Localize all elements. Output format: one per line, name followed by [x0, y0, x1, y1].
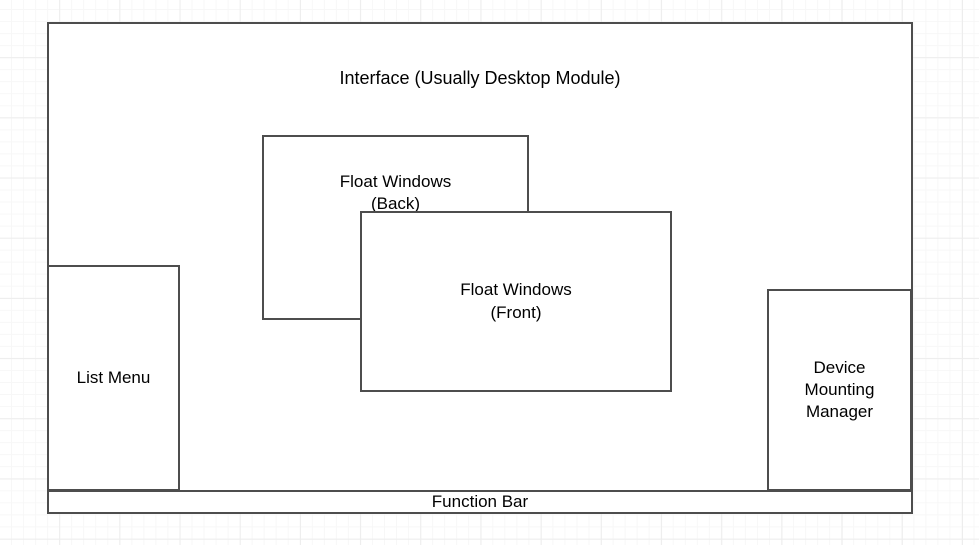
function-bar-box[interactable]: Function Bar — [47, 490, 913, 514]
float-window-front-label: Float Windows (Front) — [460, 280, 572, 322]
list-menu-label: List Menu — [76, 367, 151, 387]
device-mounting-manager-box[interactable]: Device Mounting Manager — [767, 289, 912, 491]
interface-title: Interface (Usually Desktop Module) — [339, 68, 621, 88]
list-menu-box[interactable]: List Menu — [47, 265, 180, 491]
float-window-back-label: Float Windows (Back) — [339, 172, 452, 214]
function-bar-label: Function Bar — [431, 491, 529, 511]
device-mounting-manager-label: Device Mounting Manager — [804, 357, 875, 422]
float-window-front-box[interactable]: Float Windows (Front) — [360, 211, 672, 392]
